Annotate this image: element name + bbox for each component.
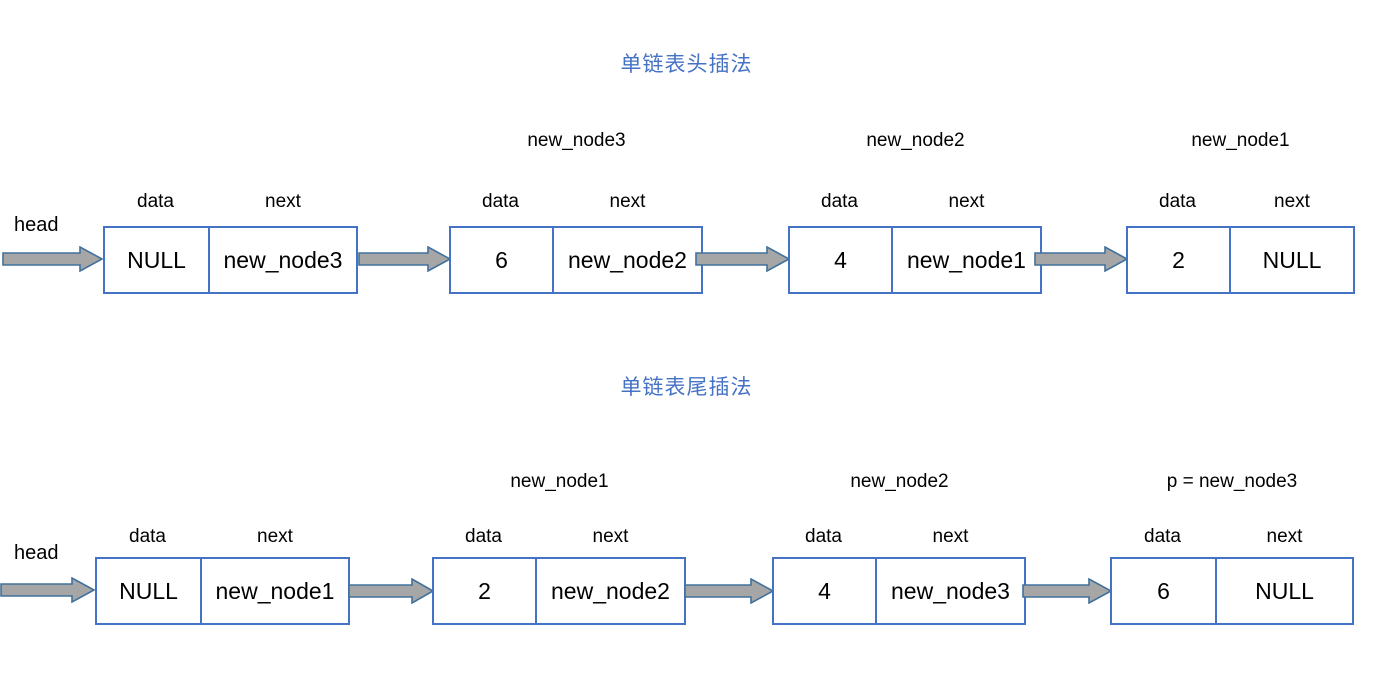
link-arrow-row1-2to3	[695, 246, 790, 272]
node-next-r1n3: new_node1	[907, 246, 1026, 273]
field-captions-r1n2: data next	[449, 190, 703, 214]
node-row2-1[interactable]: NULL new_node1	[95, 557, 350, 625]
head-pointer-label-row1: head	[14, 214, 59, 236]
caption-data-r2n1: data	[129, 526, 166, 547]
node-data-r2n3: 4	[774, 559, 877, 623]
caption-next-r2n2: next	[592, 526, 629, 547]
node-data-r1n1: NULL	[105, 228, 210, 292]
node-name-r2n4: p = new_node3	[1166, 471, 1298, 492]
node-row2-4[interactable]: 6 NULL	[1110, 557, 1354, 625]
node-next-r1n2: new_node2	[568, 246, 687, 273]
head-pointer-label-row2: head	[14, 542, 59, 564]
head-arrow-row2	[0, 577, 95, 603]
caption-next-r1n1: next	[265, 191, 301, 212]
node-name-r1n2: new_node3	[527, 130, 626, 151]
node-next-r1n4: NULL	[1262, 246, 1322, 273]
field-captions-r2n3: data next	[772, 525, 1026, 549]
head-arrow-row1	[2, 246, 103, 272]
caption-data-r1n3: data	[821, 191, 858, 212]
node-next-r2n1: new_node1	[215, 577, 335, 604]
node-next-r1n1: new_node3	[223, 246, 343, 273]
field-captions-r2n2: data next	[432, 525, 686, 549]
caption-next-r1n3: next	[948, 191, 985, 212]
link-arrow-row2-3to4	[1022, 578, 1112, 604]
node-row1-1[interactable]: NULL new_node3	[103, 226, 358, 294]
node-name-r2n2: new_node1	[510, 471, 609, 492]
caption-data-r1n1: data	[137, 191, 174, 212]
caption-data-r1n4: data	[1159, 191, 1196, 212]
caption-next-r2n4: next	[1266, 526, 1303, 547]
node-next-r2n2: new_node2	[551, 577, 670, 604]
node-name-r2n3: new_node2	[850, 471, 949, 492]
caption-next-r1n4: next	[1274, 191, 1310, 212]
node-data-r2n2: 2	[434, 559, 537, 623]
link-arrow-row1-3to4	[1034, 246, 1128, 272]
field-captions-r1n3: data next	[788, 190, 1042, 214]
node-row2-3[interactable]: 4 new_node3	[772, 557, 1026, 625]
node-next-r2n3: new_node3	[891, 577, 1010, 604]
node-row1-2[interactable]: 6 new_node2	[449, 226, 703, 294]
node-row1-3[interactable]: 4 new_node1	[788, 226, 1042, 294]
caption-data-r2n4: data	[1144, 526, 1181, 547]
caption-data-r2n2: data	[465, 526, 502, 547]
node-data-r1n3: 4	[790, 228, 893, 292]
node-next-r2n4: NULL	[1255, 577, 1314, 604]
field-captions-r1n1: data next	[103, 190, 358, 214]
node-row2-2[interactable]: 2 new_node2	[432, 557, 686, 625]
caption-next-r2n1: next	[257, 526, 293, 547]
link-arrow-row1-1to2	[358, 246, 451, 272]
section-title-tail-insert: 单链表尾插法	[620, 376, 753, 399]
caption-data-r2n3: data	[805, 526, 842, 547]
node-row1-4[interactable]: 2 NULL	[1126, 226, 1355, 294]
field-captions-r1n4: data next	[1126, 190, 1355, 214]
node-name-r1n4: new_node1	[1191, 130, 1290, 151]
node-data-r1n2: 6	[451, 228, 554, 292]
node-data-r2n4: 6	[1112, 559, 1217, 623]
caption-next-r1n2: next	[609, 191, 646, 212]
field-captions-r2n1: data next	[95, 525, 350, 549]
link-arrow-row2-1to2	[348, 578, 434, 604]
node-name-r1n3: new_node2	[866, 130, 965, 151]
node-data-r1n4: 2	[1128, 228, 1231, 292]
node-data-r2n1: NULL	[97, 559, 202, 623]
link-arrow-row2-2to3	[684, 578, 774, 604]
section-title-head-insert: 单链表头插法	[620, 53, 753, 76]
caption-data-r1n2: data	[482, 191, 519, 212]
caption-next-r2n3: next	[932, 526, 969, 547]
field-captions-r2n4: data next	[1110, 525, 1354, 549]
